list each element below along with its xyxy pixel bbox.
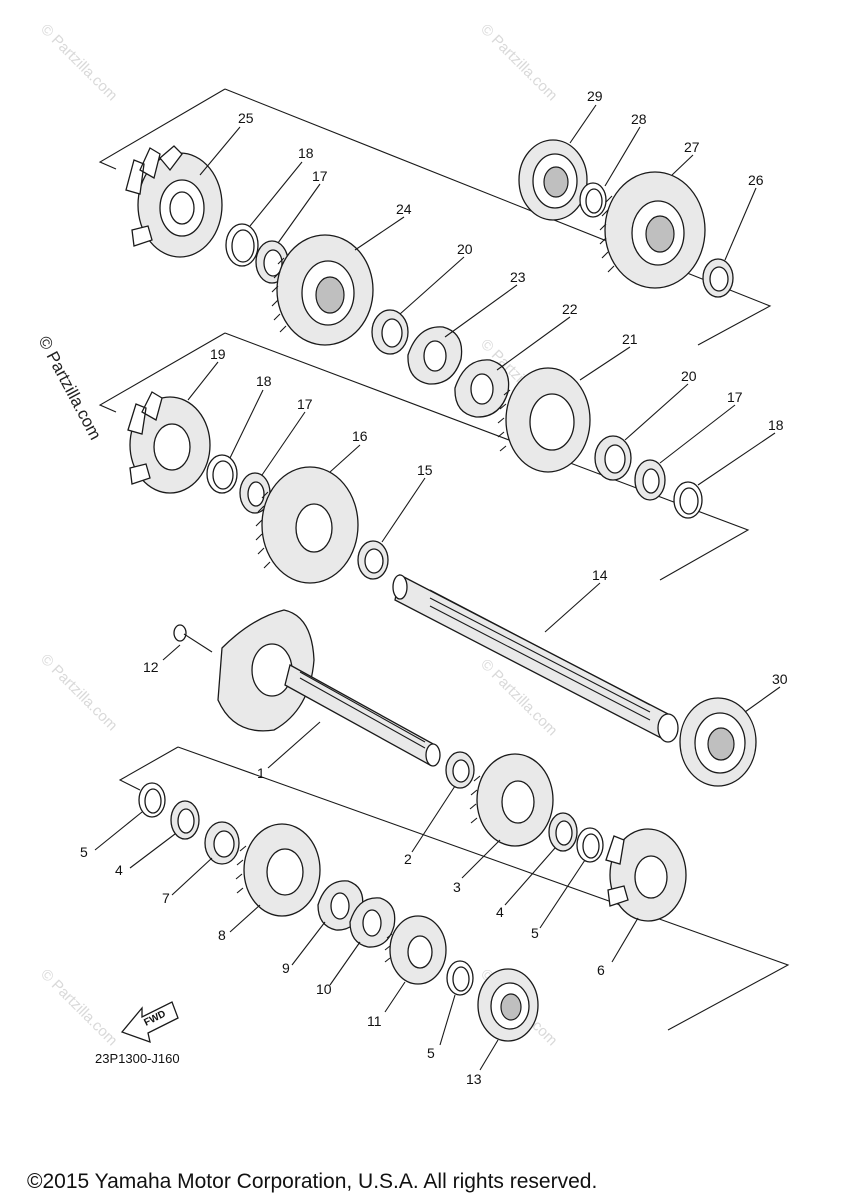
callout-18-mid: 18 bbox=[256, 373, 272, 389]
callout-7: 7 bbox=[162, 890, 170, 906]
callout-12: 12 bbox=[143, 659, 159, 675]
part-18-circlip-mid bbox=[206, 454, 238, 494]
callout-6: 6 bbox=[597, 962, 605, 978]
callout-25: 25 bbox=[238, 110, 254, 126]
part-20-bearing-top bbox=[371, 309, 409, 355]
part-23-washer bbox=[407, 326, 463, 385]
frame-mid-left bbox=[98, 332, 226, 413]
part-5-circlip-right bbox=[576, 827, 604, 863]
part-18-circlip-mid-right bbox=[673, 481, 703, 519]
callout-5-right: 5 bbox=[531, 925, 539, 941]
callout-5-left: 5 bbox=[80, 844, 88, 860]
part-17-washer-mid-right bbox=[634, 459, 666, 501]
part-5-circlip-left bbox=[138, 782, 166, 818]
callout-29: 29 bbox=[587, 88, 603, 104]
callout-4-right: 4 bbox=[496, 904, 504, 920]
part-26-collar bbox=[702, 258, 734, 298]
callout-15: 15 bbox=[417, 462, 433, 478]
callout-2: 2 bbox=[404, 851, 412, 867]
part-18-circlip-top bbox=[225, 223, 259, 267]
part-1-main-axle bbox=[217, 609, 441, 767]
leader-lines bbox=[94, 104, 781, 1071]
callouts: 25 18 17 24 20 23 22 21 20 17 18 29 28 2… bbox=[80, 88, 788, 1087]
callout-18-mid-right: 18 bbox=[768, 417, 784, 433]
part-11-gear bbox=[384, 915, 447, 985]
part-6-gear bbox=[605, 828, 687, 922]
callout-26: 26 bbox=[748, 172, 764, 188]
fwd-arrow-icon: FWD bbox=[120, 1001, 179, 1044]
callout-17-mid: 17 bbox=[297, 396, 313, 412]
part-20-bearing-mid bbox=[594, 435, 632, 481]
watermark-1: © Partzilla.com bbox=[37, 21, 120, 104]
part-27-gear bbox=[599, 171, 706, 289]
part-4-washer-right bbox=[548, 812, 578, 852]
frame-bot bbox=[177, 746, 790, 1031]
callout-14: 14 bbox=[592, 567, 608, 583]
part-29-bearing bbox=[518, 139, 588, 221]
callout-20-mid: 20 bbox=[681, 368, 697, 384]
callout-23: 23 bbox=[510, 269, 526, 285]
callout-9: 9 bbox=[282, 960, 290, 976]
part-4-washer-left bbox=[170, 800, 200, 840]
part-3-gear bbox=[469, 753, 554, 847]
callout-11: 11 bbox=[367, 1013, 382, 1029]
copyright-footer: ©2015 Yamaha Motor Corporation, U.S.A. A… bbox=[27, 1170, 597, 1193]
callout-3: 3 bbox=[453, 879, 461, 895]
part-16-gear bbox=[255, 466, 359, 584]
callout-4-left: 4 bbox=[115, 862, 123, 878]
callout-24: 24 bbox=[396, 201, 412, 217]
frame-mid bbox=[224, 332, 750, 581]
callout-19: 19 bbox=[210, 346, 226, 362]
callout-27: 27 bbox=[684, 139, 700, 155]
callout-21: 21 bbox=[622, 331, 638, 347]
part-7-bearing bbox=[204, 821, 240, 865]
callout-30: 30 bbox=[772, 671, 788, 687]
callout-17-top: 17 bbox=[312, 168, 328, 184]
part-5-circlip-bottom bbox=[446, 960, 474, 996]
callout-18-top: 18 bbox=[298, 145, 314, 161]
part-13-bearing bbox=[477, 968, 539, 1042]
part-14-drive-axle bbox=[392, 574, 679, 743]
part-8-gear bbox=[235, 823, 321, 917]
callout-22: 22 bbox=[562, 301, 578, 317]
part-19-gear bbox=[127, 391, 211, 494]
part-2-collar bbox=[445, 751, 475, 789]
callout-8: 8 bbox=[218, 927, 226, 943]
document-number: 23P1300-J160 bbox=[95, 1051, 180, 1066]
group-frames bbox=[98, 88, 790, 1031]
callout-5-bottom: 5 bbox=[427, 1045, 435, 1061]
callout-16: 16 bbox=[352, 428, 368, 444]
part-24-gear bbox=[271, 234, 374, 346]
part-17-washer-mid bbox=[239, 472, 271, 514]
callout-13: 13 bbox=[466, 1071, 482, 1087]
part-28-washer bbox=[579, 182, 607, 218]
callout-28: 28 bbox=[631, 111, 647, 127]
frame-bot-left bbox=[118, 746, 179, 791]
part-12-bolt bbox=[173, 624, 213, 653]
frame-top bbox=[224, 88, 772, 346]
callout-10: 10 bbox=[316, 981, 332, 997]
watermark-2: © Partzilla.com bbox=[477, 21, 560, 104]
callout-20-top: 20 bbox=[457, 241, 473, 257]
callout-1: 1 bbox=[257, 765, 265, 781]
part-15-collar bbox=[357, 540, 389, 580]
part-21-gear bbox=[497, 367, 591, 473]
part-25-gear bbox=[125, 145, 223, 258]
frame-top-left bbox=[98, 88, 226, 170]
part-30-bearing bbox=[679, 697, 757, 787]
watermark-3: © Partzilla.com bbox=[37, 651, 120, 734]
watermark-5: © Partzilla.com bbox=[37, 966, 120, 1049]
callout-17-mid-right: 17 bbox=[727, 389, 743, 405]
watermark-side: © Partzilla.com bbox=[34, 333, 105, 443]
